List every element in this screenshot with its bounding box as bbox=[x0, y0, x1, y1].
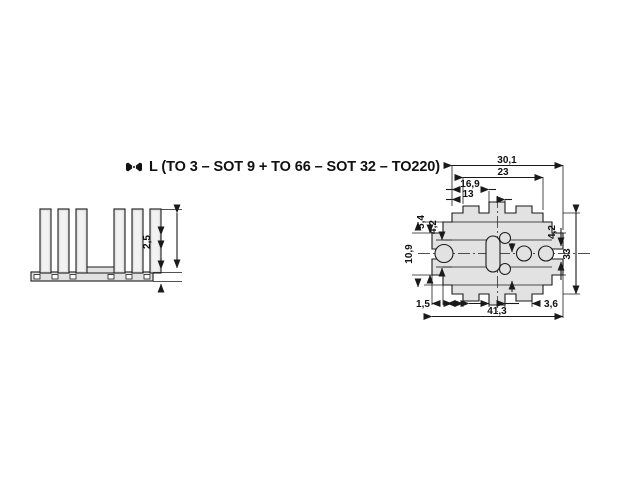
top-view-dim-33: 33 bbox=[562, 204, 580, 295]
top-view-dim-41-3-label: 41,3 bbox=[487, 306, 507, 317]
top-view-dim-30-1-label: 30,1 bbox=[497, 155, 517, 166]
top-view-dim-4-2-right: 4,2 bbox=[547, 225, 565, 280]
top-view-dim-4-2-right-label: 4,2 bbox=[547, 225, 558, 239]
side-view-fins bbox=[39, 208, 162, 274]
top-view-dim-16-9: 16,9 bbox=[446, 179, 496, 193]
top-view-dim-33-label: 33 bbox=[562, 248, 573, 260]
top-view-dim-23-label: 23 bbox=[497, 167, 509, 178]
heatsink-top-plan-view: 30,1 23 16,9 13 bbox=[404, 155, 590, 320]
drawing-title-row: L (TO 3 – SOT 9 + TO 66 – SOT 32 – TO220… bbox=[126, 156, 440, 178]
top-view-dim-10-9: 10,9 bbox=[404, 221, 422, 288]
top-view-dim-5-4: 5,4 bbox=[416, 215, 434, 284]
top-view-dim-4-2-left: 4,2 bbox=[428, 220, 446, 277]
heatsink-side-profile-view: 2,5 bbox=[30, 204, 182, 293]
top-view-hole-right-outer bbox=[537, 245, 555, 262]
bowtie-logo-icon bbox=[126, 162, 142, 172]
top-view-dim-4-2-left-label: 4,2 bbox=[428, 220, 439, 234]
top-view-small-hole-top bbox=[499, 232, 511, 244]
side-view-center-land bbox=[86, 266, 115, 274]
drawing-title-text: L (TO 3 – SOT 9 + TO 66 – SOT 32 – TO220… bbox=[149, 159, 440, 175]
top-view-dim-13: 13 bbox=[446, 189, 512, 203]
top-view-dim-16-9-label: 16,9 bbox=[460, 179, 480, 190]
top-view-dim-41-3: 41,3 bbox=[423, 306, 564, 320]
top-view-dim-23: 23 bbox=[454, 167, 544, 181]
top-view-dim-3-6-label: 3,6 bbox=[544, 299, 558, 310]
top-view-dim-1-5-label: 1,5 bbox=[416, 299, 430, 310]
top-view-dim-10-9-label: 10,9 bbox=[404, 244, 415, 264]
top-view-hole-left bbox=[434, 243, 454, 264]
top-view-dim-13-label: 13 bbox=[462, 189, 474, 200]
top-view-small-hole-bottom bbox=[499, 263, 511, 275]
top-view-dim-1-5: 1,5 bbox=[416, 299, 456, 310]
top-view-dim-30-1: 30,1 bbox=[443, 155, 564, 169]
top-view-hole-right-inner bbox=[515, 245, 533, 262]
top-view-dim-3-6: 3,6 bbox=[531, 299, 558, 310]
top-view-oblong-slot bbox=[485, 235, 501, 273]
side-view-dim-2-5-label: 2,5 bbox=[142, 235, 153, 249]
side-view-base-notches bbox=[33, 274, 151, 280]
top-view-dim-5-4-label: 5,4 bbox=[416, 215, 427, 229]
